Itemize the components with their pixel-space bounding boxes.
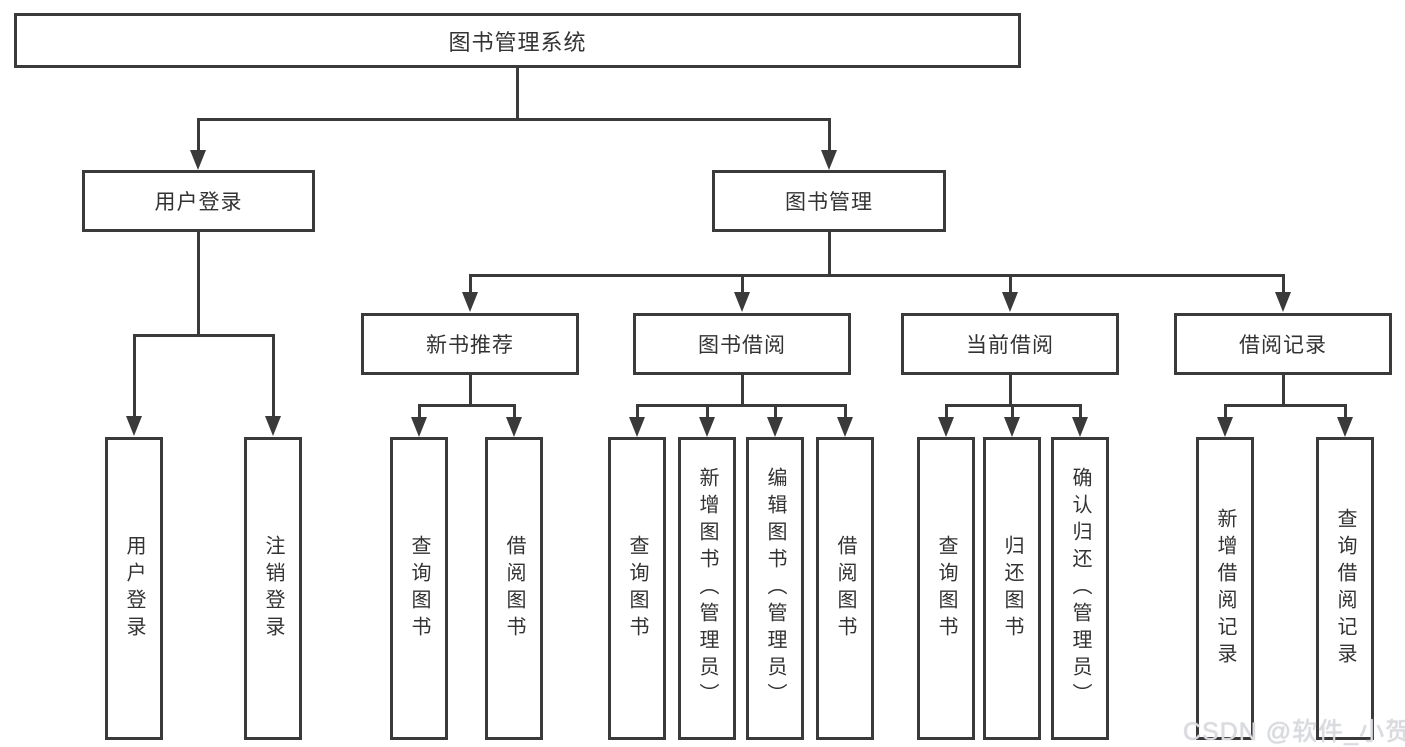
connector-line — [272, 334, 275, 419]
connector-line — [706, 404, 709, 420]
connector-line — [741, 375, 744, 406]
arrowhead-icon — [699, 417, 715, 437]
connector-line — [1224, 404, 1347, 407]
leaf-add-borrow-record: 新增借阅记录 — [1196, 437, 1254, 740]
node-book-management: 图书管理 — [712, 170, 946, 232]
arrowhead-icon — [462, 292, 478, 312]
connector-line — [1282, 375, 1285, 406]
node-current-borrowing-label: 当前借阅 — [966, 334, 1054, 357]
arrowhead-icon — [837, 417, 853, 437]
connector-line — [828, 118, 831, 154]
leaf-confirm-return-admin-label: 确认归还（管理员） — [1069, 467, 1091, 710]
arrowhead-icon — [1072, 417, 1088, 437]
node-book-management-label: 图书管理 — [785, 191, 873, 214]
connector-line — [469, 274, 1285, 277]
connector-line — [418, 404, 421, 420]
connector-line — [197, 232, 200, 337]
arrowhead-icon — [938, 417, 954, 437]
arrowhead-icon — [126, 416, 142, 436]
connector-line — [1344, 404, 1347, 420]
leaf-add-borrow-record-label: 新增借阅记录 — [1214, 507, 1236, 670]
leaf-add-books-admin-label: 新增图书（管理员） — [696, 467, 718, 710]
connector-line — [741, 274, 744, 294]
arrowhead-icon — [1217, 417, 1233, 437]
leaf-borrow-books-recommend: 借阅图书 — [485, 437, 543, 740]
arrowhead-icon — [821, 150, 837, 170]
leaf-edit-books-admin-label: 编辑图书（管理员） — [764, 467, 786, 710]
node-user-login-label: 用户登录 — [154, 191, 243, 214]
connector-line — [1009, 274, 1012, 294]
arrowhead-icon — [1004, 417, 1020, 437]
leaf-logout: 注销登录 — [244, 437, 302, 740]
node-new-book-recommendation: 新书推荐 — [361, 313, 579, 375]
arrowhead-icon — [190, 150, 206, 170]
connector-line — [418, 404, 516, 407]
connector-line — [197, 118, 200, 154]
node-borrowing-records: 借阅记录 — [1174, 313, 1392, 375]
connector-line — [636, 404, 847, 407]
arrowhead-icon — [767, 417, 783, 437]
node-book-borrowing-label: 图书借阅 — [698, 334, 786, 357]
leaf-user-login-label: 用户登录 — [123, 534, 145, 643]
leaf-confirm-return-admin: 确认归还（管理员） — [1051, 437, 1109, 740]
connector-line — [844, 404, 847, 420]
leaf-return-books-label: 归还图书 — [1001, 534, 1023, 643]
leaf-edit-books-admin: 编辑图书（管理员） — [746, 437, 804, 740]
arrowhead-icon — [1337, 417, 1353, 437]
connector-line — [1009, 375, 1012, 406]
leaf-query-books-recommend: 查询图书 — [390, 437, 448, 740]
connector-line — [1079, 404, 1082, 420]
node-user-login: 用户登录 — [82, 170, 315, 232]
leaf-query-borrow-record: 查询借阅记录 — [1316, 437, 1374, 740]
node-book-borrowing: 图书借阅 — [633, 313, 851, 375]
node-new-book-recommendation-label: 新书推荐 — [426, 334, 514, 357]
leaf-query-books-recommend-label: 查询图书 — [408, 534, 430, 643]
connector-line — [1224, 404, 1227, 420]
leaf-logout-label: 注销登录 — [262, 534, 284, 643]
leaf-query-books-borrowing: 查询图书 — [608, 437, 666, 740]
node-borrowing-records-label: 借阅记录 — [1239, 334, 1327, 357]
arrowhead-icon — [629, 417, 645, 437]
connector-line — [133, 334, 136, 419]
node-current-borrowing: 当前借阅 — [901, 313, 1119, 375]
watermark: CSDN @软件_小贺同学 — [1183, 718, 1405, 746]
connector-line — [636, 404, 639, 420]
arrowhead-icon — [734, 292, 750, 312]
connector-line — [774, 404, 777, 420]
leaf-user-login: 用户登录 — [105, 437, 163, 740]
node-root-label: 图书管理系统 — [448, 29, 587, 55]
connector-line — [828, 232, 831, 276]
leaf-borrow-books-borrowing: 借阅图书 — [816, 437, 874, 740]
leaf-borrow-books-recommend-label: 借阅图书 — [503, 534, 525, 643]
arrowhead-icon — [411, 417, 427, 437]
leaf-query-books-current: 查询图书 — [917, 437, 975, 740]
connector-line — [945, 404, 948, 420]
connector-line — [469, 274, 472, 294]
connector-line — [197, 118, 831, 121]
leaf-borrow-books-borrowing-label: 借阅图书 — [834, 534, 856, 643]
node-root: 图书管理系统 — [14, 13, 1021, 68]
leaf-query-borrow-record-label: 查询借阅记录 — [1334, 507, 1356, 670]
leaf-query-books-current-label: 查询图书 — [935, 534, 957, 643]
connector-line — [516, 68, 519, 121]
connector-line — [469, 375, 472, 406]
arrowhead-icon — [1002, 292, 1018, 312]
leaf-query-books-borrowing-label: 查询图书 — [626, 534, 648, 643]
connector-line — [1282, 274, 1285, 294]
arrowhead-icon — [265, 416, 281, 436]
connector-line — [133, 334, 275, 337]
leaf-add-books-admin: 新增图书（管理员） — [678, 437, 736, 740]
connector-line — [513, 404, 516, 420]
connector-line — [1011, 404, 1014, 420]
arrowhead-icon — [1275, 292, 1291, 312]
arrowhead-icon — [506, 417, 522, 437]
leaf-return-books: 归还图书 — [983, 437, 1041, 740]
